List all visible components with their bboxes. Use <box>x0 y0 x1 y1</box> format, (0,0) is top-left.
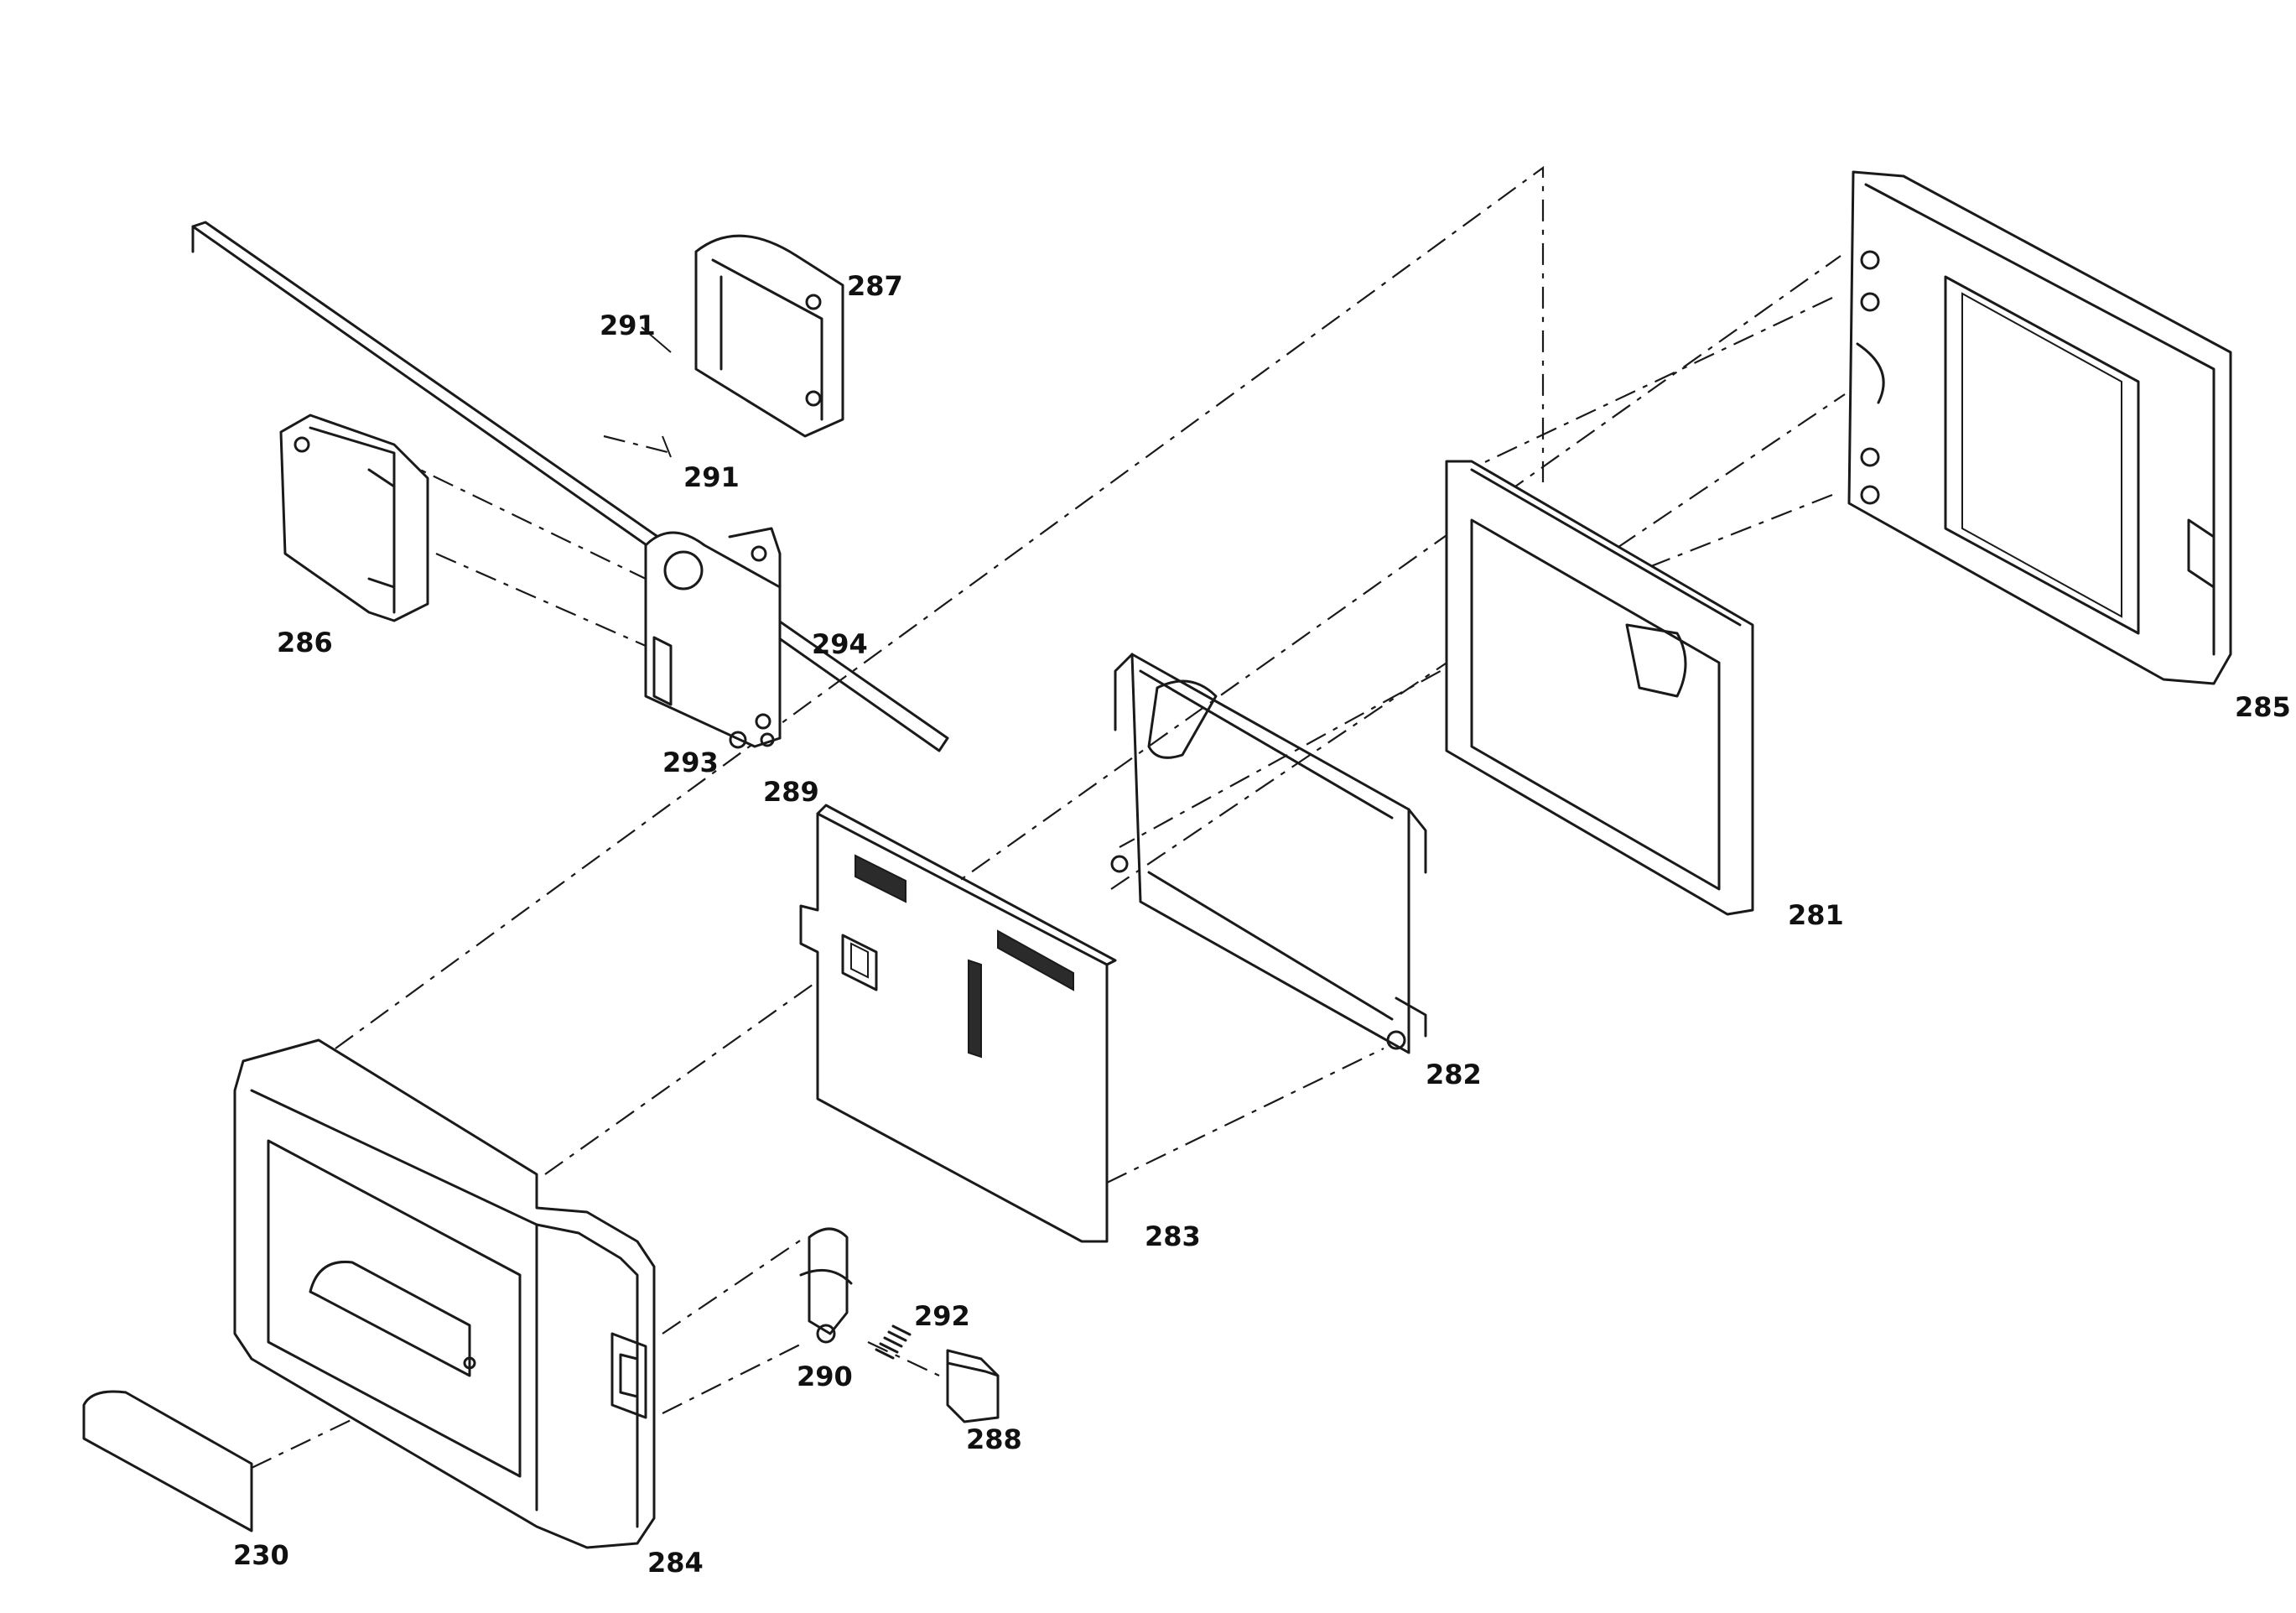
callout-294: 294 <box>812 628 868 660</box>
part-290-hinge-bracket <box>799 1227 853 1344</box>
part-284-front-housing <box>233 1038 656 1549</box>
part-293-screw <box>729 731 747 749</box>
part-294-hinge-assembly <box>191 221 949 752</box>
callout-284: 284 <box>647 1547 704 1579</box>
part-291-screws <box>641 326 672 458</box>
callout-288: 288 <box>966 1423 1022 1455</box>
callout-291-upper: 291 <box>600 310 656 341</box>
part-292-spring <box>875 1324 912 1360</box>
part-283-circuit-board <box>799 804 1117 1243</box>
callout-230: 230 <box>233 1539 289 1571</box>
callout-290: 290 <box>797 1361 853 1392</box>
callout-286: 286 <box>277 627 333 658</box>
part-289-washer <box>760 732 775 747</box>
part-285-rear-housing <box>1847 170 2232 685</box>
callout-281: 281 <box>1788 899 1844 931</box>
callout-291-lower: 291 <box>683 461 740 493</box>
callout-292: 292 <box>914 1300 970 1332</box>
part-286-hinge-cover <box>279 414 429 622</box>
part-230-label-plate <box>82 1390 253 1532</box>
callout-293: 293 <box>662 747 719 778</box>
part-287-hinge-cover <box>694 234 844 438</box>
callout-287: 287 <box>847 270 903 302</box>
callout-285: 285 <box>2235 691 2291 723</box>
callout-283: 283 <box>1145 1220 1201 1252</box>
callout-289: 289 <box>763 776 819 808</box>
part-282-lcd-frame <box>1110 653 1427 1054</box>
callout-282: 282 <box>1426 1059 1482 1090</box>
part-288-lock-button <box>946 1349 1000 1423</box>
part-281-lcd-panel <box>1445 460 1754 916</box>
